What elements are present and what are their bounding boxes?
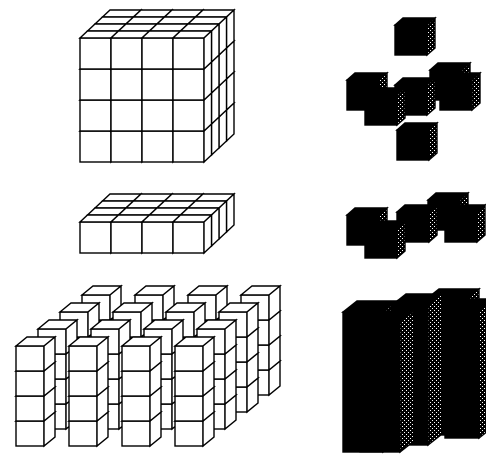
solid-cross-cluster: [347, 18, 480, 160]
solid-cube: [365, 221, 405, 258]
column-unit: [122, 337, 161, 371]
outlined-cube-slab: [80, 194, 234, 253]
solid-cube: [397, 123, 437, 160]
outlined-cube-columns: [16, 286, 280, 446]
column-unit: [69, 337, 108, 371]
slab-unit: [173, 215, 212, 253]
solid-cube: [365, 88, 405, 125]
solid-tower: [360, 311, 414, 452]
cube-unit: [173, 31, 212, 69]
column-unit: [175, 337, 214, 371]
solid-cube: [395, 18, 435, 55]
solid-tower: [445, 299, 486, 438]
solid-slab-cluster: [347, 193, 485, 258]
solid-cube: [440, 73, 480, 110]
outlined-cube-4x4x4: [80, 10, 234, 162]
column-unit: [16, 337, 55, 371]
solid-tall-towers: [343, 289, 486, 452]
solid-cube: [445, 205, 485, 242]
